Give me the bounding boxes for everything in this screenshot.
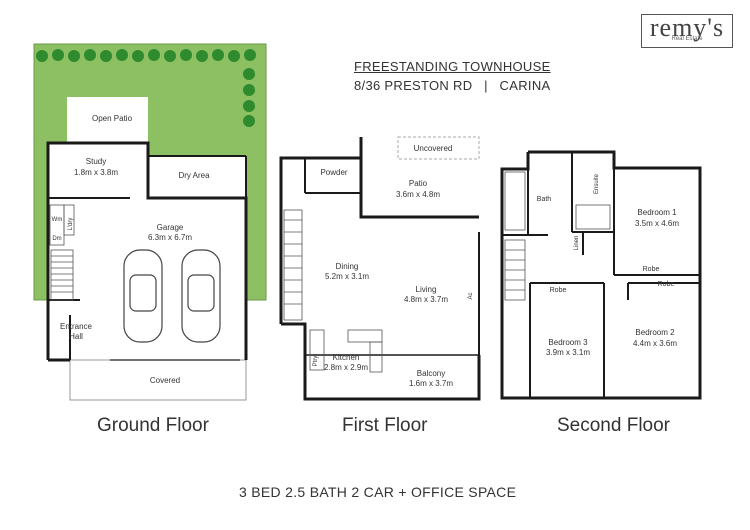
second-floor-stair <box>504 239 526 301</box>
hall-label: Hall <box>69 332 83 341</box>
bath-label: Bath <box>537 196 552 203</box>
patio-size: 3.6m x 4.8m <box>396 190 440 199</box>
first-floor-stair <box>283 209 303 321</box>
car-icon <box>123 249 221 343</box>
patio-label: Patio <box>409 179 428 188</box>
second-floor-label: Second Floor <box>557 415 671 436</box>
ground-stair <box>50 249 74 301</box>
open-patio <box>67 97 148 143</box>
linen-label: Linen <box>574 236 580 251</box>
robe-3-label: Robe <box>658 281 675 288</box>
bedroom-1-label: Bedroom 1 <box>637 208 677 217</box>
garage-size: 6.3m x 6.7m <box>148 233 192 242</box>
study-label: Study <box>86 157 106 166</box>
kitchen-label: Kitchen <box>333 353 360 362</box>
bedroom-2-label: Bedroom 2 <box>635 328 675 337</box>
ground-floor-label: Ground Floor <box>97 415 209 436</box>
covered-label: Covered <box>150 376 180 385</box>
entrance-label: Entrance <box>60 322 93 331</box>
study-size: 1.8m x 3.8m <box>74 168 118 177</box>
balcony-label: Balcony <box>417 369 445 378</box>
bedroom-3-label: Bedroom 3 <box>548 338 588 347</box>
powder-label: Powder <box>320 168 347 177</box>
wm-label: Wm <box>52 217 63 223</box>
covered-area <box>69 359 247 401</box>
ac-label: Ac <box>468 292 474 299</box>
ground-floor-plan: Open Patio Study 1.8m x 3.8m Dry Area Ga… <box>33 43 267 401</box>
second-floor-plan: Bath Ensuite Linen Bedroom 1 3.5m x 4.6m… <box>500 150 702 400</box>
balcony-size: 1.6m x 3.7m <box>409 379 453 388</box>
dm-label: Dm <box>52 236 61 242</box>
bedroom-3-size: 3.9m x 3.1m <box>546 348 590 357</box>
first-floor-plan: Powder Uncovered Patio 3.6m x 4.8m Dinin… <box>279 136 481 401</box>
robe-2-label: Robe <box>550 287 567 294</box>
laundry-label: L'dry <box>68 218 74 231</box>
property-address: 8/36 PRESTON RD | CARINA <box>354 78 551 93</box>
brand-logo: remy's <box>641 13 733 48</box>
dining-label: Dining <box>336 262 359 271</box>
garage-label: Garage <box>157 223 184 232</box>
uncovered-label: Uncovered <box>414 144 453 153</box>
pantry-label: Ptry <box>313 356 319 367</box>
dining-size: 5.2m x 3.1m <box>325 272 369 281</box>
kitchen-size: 2.8m x 2.9m <box>324 363 368 372</box>
bedroom-2-size: 4.4m x 3.6m <box>633 339 677 348</box>
property-summary: 3 BED 2.5 BATH 2 CAR + OFFICE SPACE <box>239 484 517 500</box>
living-size: 4.8m x 3.7m <box>404 295 448 304</box>
open-patio-label: Open Patio <box>92 114 133 123</box>
brand-tagline: Real Estate <box>671 36 703 42</box>
bedroom-1-size: 3.5m x 4.6m <box>635 219 679 228</box>
property-type-heading: FREESTANDING TOWNHOUSE <box>354 59 551 74</box>
ensuite-label: Ensuite <box>594 173 600 194</box>
living-label: Living <box>416 285 437 294</box>
kitchen-bench <box>309 329 383 373</box>
first-floor-label: First Floor <box>342 415 428 436</box>
dry-area-label: Dry Area <box>178 171 210 180</box>
robe-1-label: Robe <box>643 266 660 273</box>
hedge-row <box>36 49 256 127</box>
brand-name: remy's <box>649 13 725 42</box>
